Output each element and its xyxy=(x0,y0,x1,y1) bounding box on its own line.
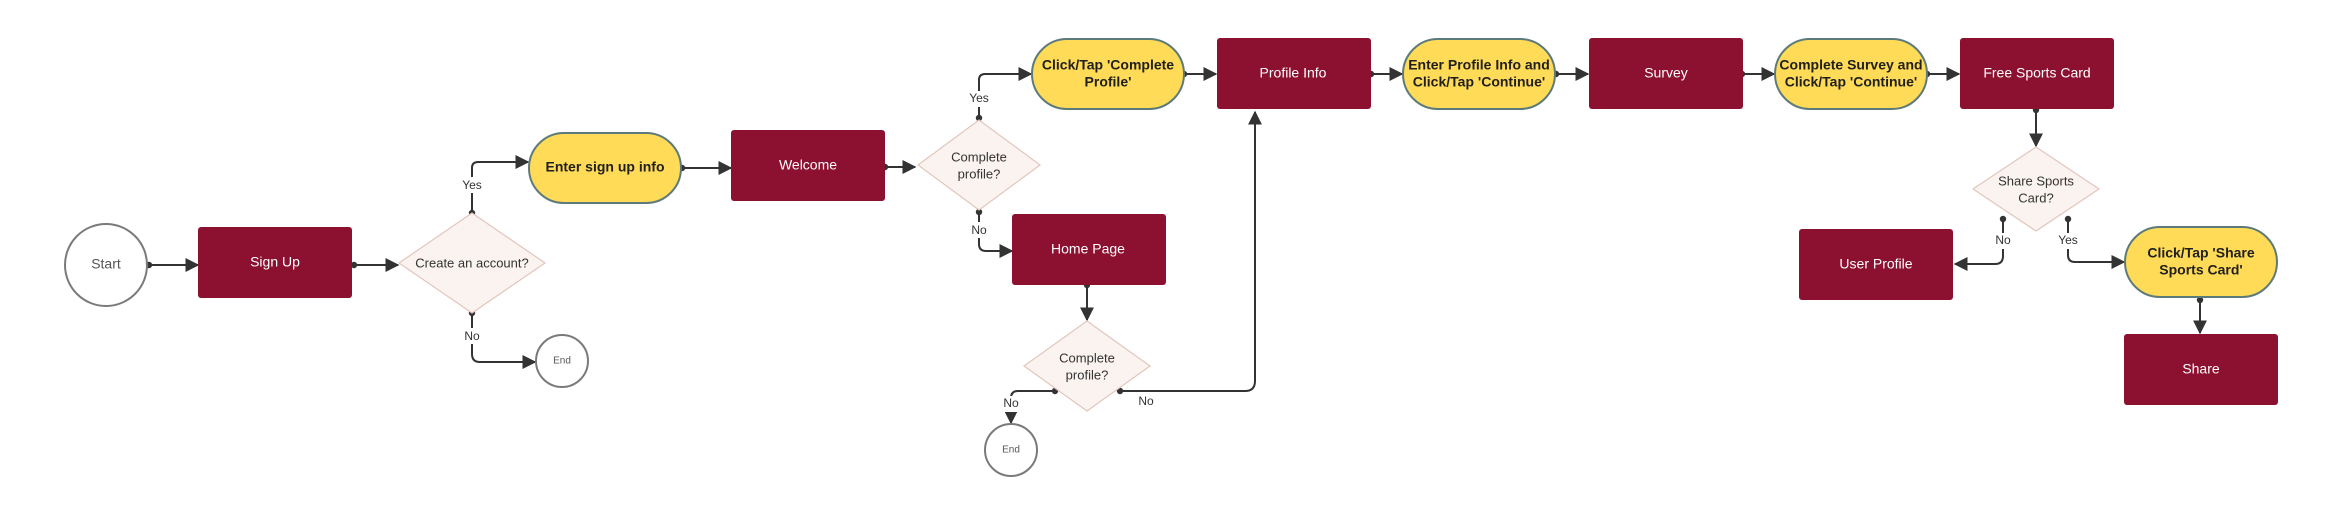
edge-profile1-no-to-home-page xyxy=(978,212,1014,258)
edge-profile1-yes-to-click-complete xyxy=(978,67,1033,118)
complete-profile-1-line1: Complete xyxy=(951,149,1007,164)
complete-profile-2-line2: profile? xyxy=(1066,367,1109,382)
connector-dot xyxy=(975,208,983,216)
enter-sign-up-info-label: Enter sign up info xyxy=(546,159,665,175)
complete-survey-node[interactable]: Complete Survey and Click/Tap 'Continue' xyxy=(1774,38,1928,110)
home-page-label: Home Page xyxy=(1051,241,1125,257)
share-sports-card-decision[interactable]: Share Sports Card? xyxy=(1971,146,2101,232)
end-label-1: End xyxy=(553,356,571,367)
edge-share-no-to-user-profile xyxy=(1953,219,2004,271)
survey-label: Survey xyxy=(1644,65,1688,81)
enter-profile-info-node[interactable]: Enter Profile Info and Click/Tap 'Contin… xyxy=(1402,38,1556,110)
click-share-line1: Click/Tap 'Share xyxy=(2147,245,2255,261)
edge-label-profile2-no-right: No xyxy=(1138,394,1154,408)
complete-survey-line1: Complete Survey and xyxy=(1779,57,1922,73)
click-share-sports-card-node[interactable]: Click/Tap 'Share Sports Card' xyxy=(2124,226,2278,298)
user-profile-node[interactable]: User Profile xyxy=(1799,229,1953,300)
user-profile-label: User Profile xyxy=(1839,256,1912,272)
enter-sign-up-info-node[interactable]: Enter sign up info xyxy=(528,132,682,204)
share-label: Share xyxy=(2182,361,2220,377)
click-share-line2: Sports Card' xyxy=(2159,262,2242,278)
edge-create-yes-to-enter-sign-up xyxy=(471,155,530,213)
survey-node[interactable]: Survey xyxy=(1589,38,1743,109)
enter-profile-info-line2: Click/Tap 'Continue' xyxy=(1413,74,1545,90)
free-sports-card-label: Free Sports Card xyxy=(1983,65,2090,81)
edge-label-profile1-no: No xyxy=(971,223,987,237)
edge-share-yes-to-click-share xyxy=(2067,219,2126,269)
complete-profile-2-line1: Complete xyxy=(1059,350,1115,365)
connector-dot xyxy=(350,261,358,269)
end-node-1[interactable]: End xyxy=(535,334,589,388)
profile-info-label: Profile Info xyxy=(1260,65,1327,81)
profile-info-node[interactable]: Profile Info xyxy=(1217,38,1371,109)
connector-dot xyxy=(1999,215,2007,223)
nodes: Start Sign Up Create an account? End Ent… xyxy=(64,38,2278,477)
complete-survey-line2: Click/Tap 'Continue' xyxy=(1785,74,1917,90)
enter-profile-info-line1: Enter Profile Info and xyxy=(1408,57,1550,73)
complete-profile-decision-2[interactable]: Complete profile? xyxy=(1022,320,1152,412)
share-question-line2: Card? xyxy=(2018,190,2053,205)
complete-profile-1-line2: profile? xyxy=(958,166,1001,181)
edge-label-create-no: No xyxy=(464,329,480,343)
click-complete-profile-node[interactable]: Click/Tap 'Complete Profile' xyxy=(1031,38,1185,110)
edge-label-create-yes: Yes xyxy=(462,178,482,192)
welcome-label: Welcome xyxy=(779,157,837,173)
welcome-node[interactable]: Welcome xyxy=(731,130,885,201)
click-complete-profile-line1: Click/Tap 'Complete xyxy=(1042,57,1174,73)
edge-profile2-no-to-profile-info xyxy=(1120,110,1262,392)
connector-dot xyxy=(1116,387,1124,395)
home-page-node[interactable]: Home Page xyxy=(1012,214,1166,285)
sign-up-label: Sign Up xyxy=(250,254,300,270)
sign-up-node[interactable]: Sign Up xyxy=(198,227,352,298)
share-node[interactable]: Share xyxy=(2124,334,2278,405)
edge-label-share-no: No xyxy=(1995,233,2011,247)
create-account-decision[interactable]: Create an account? xyxy=(397,212,547,314)
edge-label-share-yes: Yes xyxy=(2058,233,2078,247)
edge-label-profile2-no-left: No xyxy=(1003,396,1019,410)
edge-create-no-to-end xyxy=(471,313,537,369)
connector-dot xyxy=(975,114,983,122)
start-label: Start xyxy=(91,256,121,272)
free-sports-card-node[interactable]: Free Sports Card xyxy=(1960,38,2114,109)
connector-dot xyxy=(2196,296,2204,304)
edge-label-profile1-yes: Yes xyxy=(969,91,989,105)
edges xyxy=(149,67,2207,425)
create-account-label: Create an account? xyxy=(415,255,528,270)
click-complete-profile-line2: Profile' xyxy=(1085,74,1132,90)
end-label-2: End xyxy=(1002,445,1020,456)
start-node[interactable]: Start xyxy=(64,223,148,307)
edge-labels: Yes No Yes No No No No Yes xyxy=(459,91,2081,412)
end-node-2[interactable]: End xyxy=(984,423,1038,477)
connector-dot xyxy=(2064,215,2072,223)
share-question-line1: Share Sports xyxy=(1998,173,2074,188)
complete-profile-decision-1[interactable]: Complete profile? xyxy=(916,119,1042,211)
